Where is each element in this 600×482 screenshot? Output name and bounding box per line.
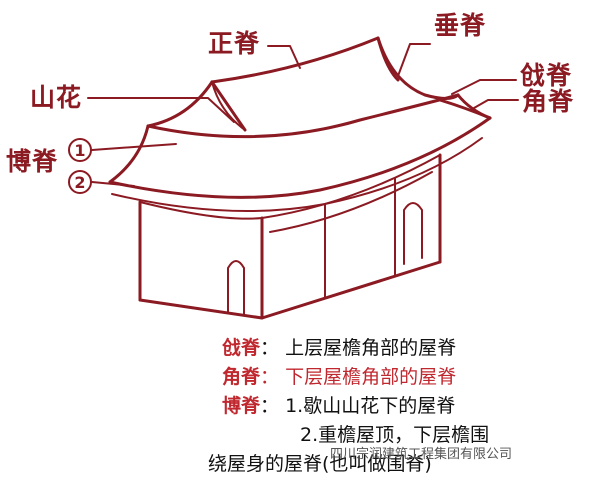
marker-2-text: 2 [74, 173, 85, 192]
legend-row-boji-3: 绕屋身的屋脊(也叫做围脊) [208, 450, 592, 479]
lower-eave-line [108, 116, 492, 199]
leader-jiaoji [473, 99, 519, 109]
window-right [403, 202, 423, 265]
callout-jiaoji: 角脊 [522, 87, 575, 116]
leader-boji-2 [91, 181, 135, 187]
leader-qiangji [451, 79, 517, 95]
callout-shanhua: 山花 [30, 83, 83, 112]
legend-desc-qiangji: 上层屋檐角部的屋脊 [285, 337, 457, 359]
lower-roof [108, 93, 492, 213]
leader-shanhua [87, 97, 235, 123]
legend: 戗脊： 上层屋檐角部的屋脊 角脊： 下层屋檐角部的屋脊 博脊： 1.歇山山花下的… [208, 334, 592, 479]
leader-zhengji [267, 45, 301, 69]
marker-1-circle [68, 138, 92, 162]
legend-term-jiaoji: 角脊 [222, 366, 261, 388]
legend-desc-jiaoji: 下层屋檐角部的屋脊 [285, 366, 457, 388]
upper-roof [146, 36, 460, 139]
upper-roof-left-edge [146, 80, 214, 128]
leader-chuiji [397, 43, 431, 77]
legend-row-jiaoji: 角脊： 下层屋檐角部的屋脊 [222, 366, 457, 388]
legend-row-qiangji: 戗脊： 上层屋檐角部的屋脊 [222, 337, 457, 359]
legend-desc-boji-3: 绕屋身的屋脊(也叫做围脊) [208, 453, 432, 475]
legend-row-boji-2: 2.重檐屋顶，下层檐围 [222, 421, 592, 450]
leader-boji-1 [91, 143, 177, 151]
upper-eave-line [146, 93, 460, 139]
building-body [138, 153, 442, 320]
callout-chuiji: 垂脊 [434, 11, 487, 40]
callout-qiangji: 戗脊 [520, 61, 573, 90]
legend-row-boji: 博脊： 1.歇山山花下的屋脊 [222, 395, 456, 417]
inner-frame-top [269, 171, 433, 233]
callout-boji: 博脊 [6, 147, 59, 176]
callout-zhengji: 正脊 [208, 29, 261, 58]
main-ridge-line [210, 36, 380, 84]
hip-ridge-line [376, 36, 400, 82]
gable-edge [210, 80, 247, 132]
legend-term-boji: 博脊 [222, 395, 261, 417]
marker-1-text: 1 [74, 141, 85, 160]
gable-triangle [211, 81, 246, 131]
legend-desc-boji-1: 1.歇山山花下的屋脊 [285, 395, 456, 417]
markers [68, 138, 92, 194]
watermark: 四川宗润建筑工程集团有限公司 [330, 447, 513, 462]
leader-lines [87, 43, 519, 187]
marker-2-circle [68, 170, 92, 194]
legend-term-qiangji: 戗脊 [222, 337, 261, 359]
door-left [227, 260, 245, 315]
corner-ridge-line [438, 98, 492, 120]
legend-desc-boji-2: 2.重檐屋顶，下层檐围 [300, 424, 490, 446]
lower-roof-left-edge [108, 124, 150, 184]
